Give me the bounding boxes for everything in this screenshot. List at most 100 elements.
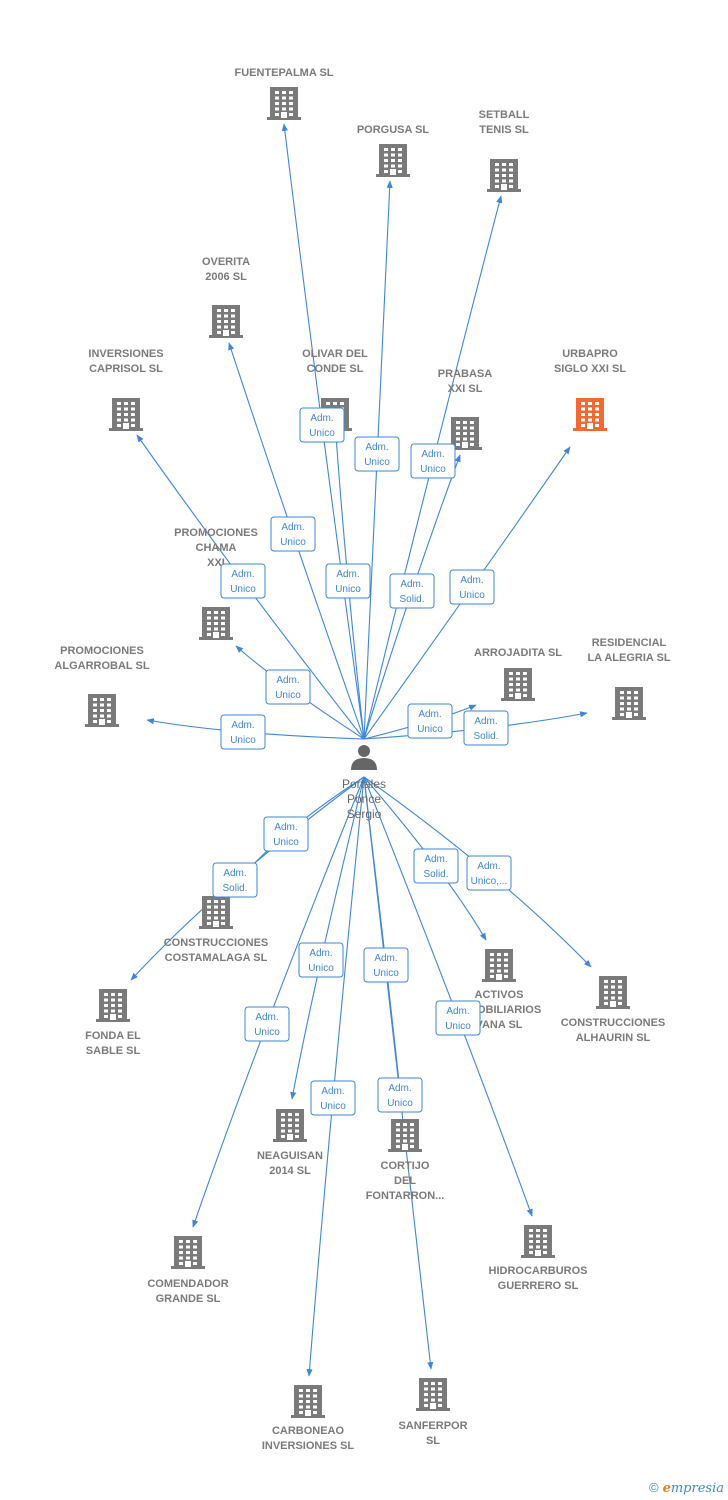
role-badge-neaguisan[interactable]: Adm.Unico (298, 942, 344, 978)
role-text-line: Unico (459, 590, 485, 601)
company-label-line: PRABASA (438, 368, 492, 380)
role-badge-inversiones-caprisol[interactable]: Adm.Unico (220, 563, 266, 599)
building-icon (273, 1109, 307, 1142)
company-label-line: TENIS SL (479, 124, 529, 136)
company-label-line: CONSTRUCCIONES (164, 937, 269, 949)
role-text-line: Unico (275, 690, 301, 701)
role-text-line: Unico (273, 837, 299, 848)
role-text-line: Adm. (276, 675, 299, 686)
role-text-line: Adm. (424, 854, 447, 865)
company-node-porgusa[interactable]: PORGUSA SL (357, 124, 430, 177)
role-badge-cortijo[interactable]: Adm.Unico (363, 947, 409, 983)
company-node-construcciones-costamalaga[interactable]: CONSTRUCCIONES COSTAMALAGA SL (164, 896, 269, 964)
role-badge-olivar[interactable]: Adm.Unico (325, 563, 371, 599)
role-badge-setball[interactable]: Adm.Unico (410, 443, 456, 479)
company-label-line: 2014 SL (269, 1165, 311, 1177)
building-icon (96, 989, 130, 1022)
company-label-line: ARROJADITA SL (474, 647, 562, 659)
role-badge-promociones-algarrobal[interactable]: Adm. Unico (220, 714, 266, 750)
company-node-fuentepalma[interactable]: FUENTEPALMA SL (235, 67, 334, 120)
role-badge-construcciones-alhaurin[interactable]: Adm.Unico,... (466, 855, 512, 891)
role-text-line: Unico (387, 1098, 413, 1109)
role-badge-overita[interactable]: Adm. Unico (270, 516, 316, 552)
role-badge-fuentepalma[interactable]: Adm.Unico (299, 407, 345, 443)
role-badge-activos[interactable]: Adm.Solid. (413, 848, 459, 884)
role-text-line: Adm. (474, 716, 497, 727)
role-badge-comendador[interactable]: Adm.Unico (244, 1006, 290, 1042)
role-text-line: Adm. (418, 709, 441, 720)
role-badge-residencial[interactable]: Adm.Solid. (463, 710, 509, 746)
roles-layer: Adm.UnicoAdm.UnicoAdm.UnicoAdm.UnicoAdm.… (212, 407, 512, 1116)
role-text-line: Adm. (274, 822, 297, 833)
company-node-setball[interactable]: SETBALL TENIS SL (479, 109, 530, 192)
company-label-line: OVERITA (202, 256, 250, 268)
company-node-neaguisan[interactable]: NEAGUISAN 2014 SL (257, 1109, 323, 1177)
building-icon (171, 1236, 205, 1269)
person-name-line: Portales (342, 777, 386, 791)
company-label-line: NEAGUISAN (257, 1150, 323, 1162)
role-badge-sanferpor[interactable]: Adm.Unico (377, 1077, 423, 1113)
company-label-line: INVERSIONES SL (262, 1440, 355, 1452)
building-icon (501, 668, 535, 701)
company-label-line: SETBALL (479, 109, 530, 121)
role-badge-promociones-chama[interactable]: Adm. Unico (265, 669, 311, 705)
company-label-line: OLIVAR DEL (302, 348, 368, 360)
company-label-line: COSTAMALAGA SL (165, 952, 268, 964)
company-label-line: INVERSIONES (88, 348, 163, 360)
role-text-line: Unico (320, 1101, 346, 1112)
company-label-line: GRANDE SL (156, 1293, 221, 1305)
role-text-line: Unico (280, 537, 306, 548)
role-badge-construcciones-costamalaga[interactable]: Adm. Unico (263, 816, 309, 852)
company-node-arrojadita[interactable]: ARROJADITA SL (474, 647, 562, 701)
company-label-line: XXI (207, 557, 225, 569)
company-label-line: PORGUSA SL (357, 124, 430, 136)
role-badge-arrojadita[interactable]: Adm. Unico (407, 703, 453, 739)
company-label-line: FUENTEPALMA SL (235, 67, 334, 79)
company-label-line: CORTIJO (381, 1160, 430, 1172)
role-text-line: Unico (308, 963, 334, 974)
role-badge-urbapro[interactable]: Adm.Unico (449, 569, 495, 605)
role-badge-carboneao[interactable]: Adm.Unico (310, 1080, 356, 1116)
building-icon (416, 1378, 450, 1411)
role-text-line: Adm. (223, 868, 246, 879)
role-badge-porgusa[interactable]: Adm.Unico (354, 436, 400, 472)
role-badge-hidrocarburos[interactable]: Adm.Unico (435, 1000, 481, 1036)
company-label-line: ALGARROBAL SL (54, 660, 149, 672)
role-text-line: Adm. (310, 413, 333, 424)
building-icon (267, 87, 301, 120)
building-icon (85, 694, 119, 727)
role-badge-prabasa[interactable]: Adm.Solid. (389, 573, 435, 609)
role-text-line: Unico (417, 724, 443, 735)
building-icon (482, 949, 516, 982)
role-text-line: Unico,... (471, 876, 508, 887)
role-text-line: Adm. (281, 522, 304, 533)
role-text-line: Adm. (374, 953, 397, 964)
brand-initial: e (662, 1481, 671, 1496)
person-icon (351, 745, 377, 770)
company-label-line: DEL (394, 1175, 416, 1187)
role-text-line: Unico (230, 735, 256, 746)
building-icon (612, 687, 646, 720)
role-text-line: Adm. (231, 720, 254, 731)
company-node-cortijo[interactable]: CORTIJODELFONTARRON... (366, 1119, 445, 1202)
building-icon (291, 1385, 325, 1418)
building-icon (109, 398, 143, 431)
role-badge-fonda[interactable]: Adm.Solid. (212, 862, 258, 898)
brand-footer[interactable]: ©empresia (649, 1480, 724, 1496)
company-label-line: LA ALEGRIA SL (587, 652, 670, 664)
